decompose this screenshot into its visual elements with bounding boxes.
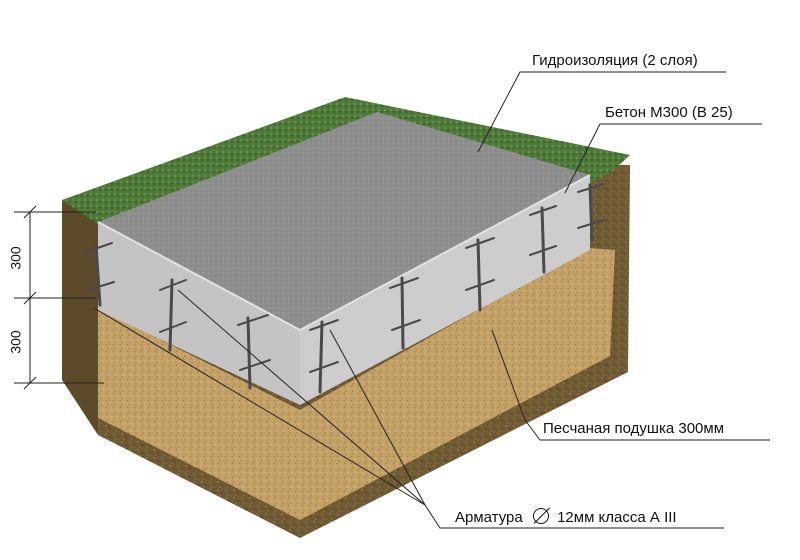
label-sand-cushion: Песчаная подушка 300мм [543, 420, 725, 437]
rebar-5 [389, 276, 421, 350]
rebar-4 [309, 319, 339, 394]
concrete-right-face [300, 175, 590, 405]
diameter-icon [532, 508, 549, 524]
label-waterproofing: Гидроизоляция (2 слоя) [532, 52, 698, 69]
leader-concrete [564, 123, 762, 194]
sand-cushion [98, 248, 615, 520]
rebar-1 [85, 242, 115, 307]
soil-left-face [62, 200, 98, 435]
rebar-6 [465, 237, 495, 312]
label-rebar: Арматура 12мм класса А III [455, 508, 677, 526]
rebar-8 [577, 183, 605, 242]
rebar-2 [159, 278, 187, 352]
rebar-3 [237, 314, 271, 390]
rebar-group [85, 183, 605, 394]
leader-sand-2 [491, 329, 526, 421]
dimension-upper: 300 [7, 246, 24, 270]
leader-rebar [424, 504, 724, 529]
label-concrete: Бетон М300 (В 25) [605, 104, 733, 121]
concrete-top-face [98, 112, 590, 330]
label-rebar-spec: 12мм класса А III [557, 509, 677, 526]
dimension-lines [14, 205, 104, 390]
leader-waterproofing [477, 71, 726, 153]
label-rebar-prefix: Арматура [455, 509, 523, 526]
leader-lines [93, 71, 770, 529]
leader-sand [524, 419, 770, 441]
rebar-7 [529, 205, 557, 274]
dimension-lower: 300 [7, 330, 24, 354]
